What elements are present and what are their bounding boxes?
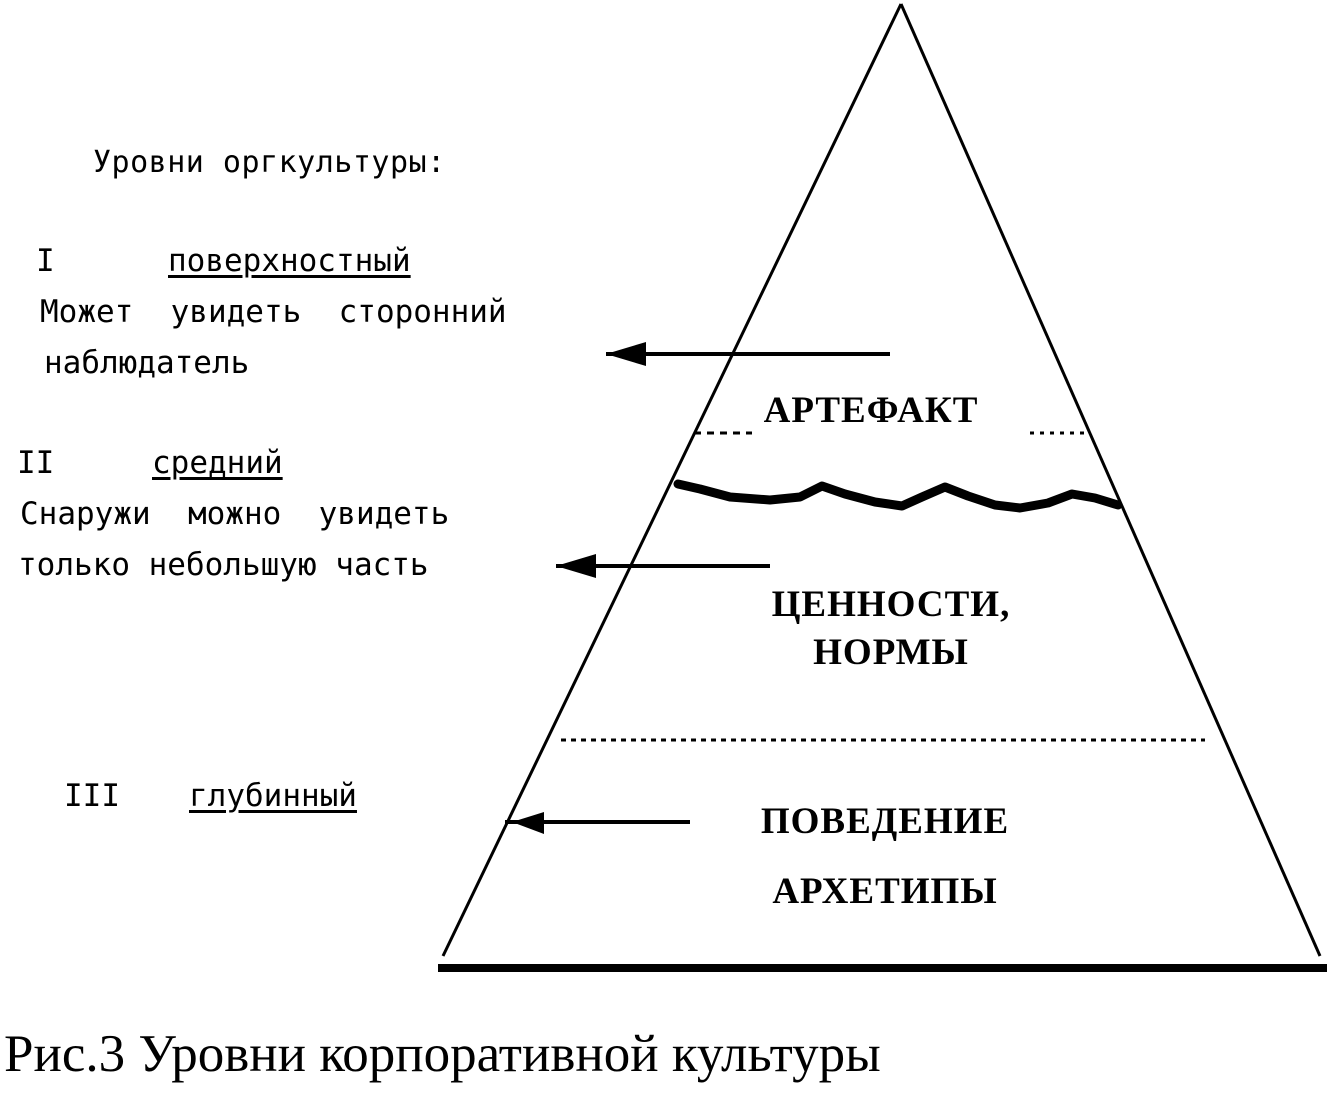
legend-numeral-1: I <box>36 243 55 279</box>
legend-desc-2-line-1: Снаружи можно увидеть <box>20 496 450 532</box>
pyramid-band-label-values-line-1: ЦЕННОСТИ, <box>771 584 1011 625</box>
legend-level-name-3: глубинный <box>189 778 357 814</box>
pyramid-left-edge <box>441 3 903 957</box>
pyramid-right-edge <box>899 3 1322 957</box>
legend-numeral-3: III <box>64 778 120 814</box>
pyramid-band-label-behaviour-line-1: ПОВЕДЕНИЕ <box>760 801 1010 842</box>
figure-caption: Рис.3 Уровни корпоративной культуры <box>4 1025 881 1083</box>
pyramid-band-label-values-line-2: НОРМЫ <box>813 632 969 673</box>
arrow-level-3 <box>505 812 690 834</box>
legend-level-name-2: средний <box>152 445 283 481</box>
legend-desc-2-line-2: только небольшую часть <box>18 547 429 583</box>
pyramid-band-label-artifact: АРТЕФАКТ <box>763 390 979 431</box>
pyramid-band-label-behaviour-line-2: АРХЕТИПЫ <box>772 871 998 912</box>
legend-numeral-2: II <box>17 445 55 481</box>
legend-desc-1-line-1: Может увидеть сторонний <box>40 294 507 330</box>
legend-desc-1-line-2: наблюдатель <box>44 345 250 381</box>
arrow-level-1 <box>606 342 890 366</box>
wavy-divider <box>673 479 1123 513</box>
arrow-level-2 <box>556 554 770 578</box>
legend-heading: Уровни оргкультуры: <box>93 145 446 180</box>
legend-level-name-1: поверхностный <box>168 243 411 279</box>
